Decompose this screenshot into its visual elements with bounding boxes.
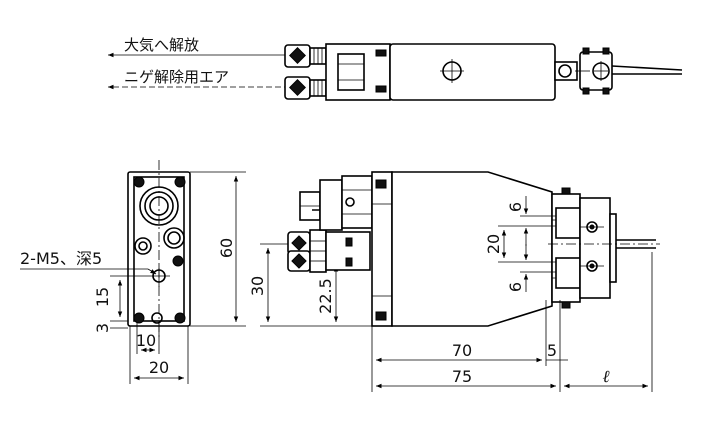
dim-10: 10 xyxy=(136,331,156,350)
valve-mark-lower xyxy=(375,85,387,93)
dim-70: 70 xyxy=(452,341,472,360)
main-body-side xyxy=(391,171,553,327)
air-release-label: 大気へ解放 xyxy=(124,36,199,54)
dim-22-5: 22.5 xyxy=(316,278,335,314)
dim-20-width: 20 xyxy=(149,358,169,377)
dim-3: 3 xyxy=(93,323,112,333)
dim-6-lower: 6 xyxy=(506,282,525,292)
jaw-lower xyxy=(555,257,581,289)
dim-20-pitch: 20 xyxy=(484,234,503,254)
valve-nut xyxy=(337,53,365,91)
fitting-upper-hex-icon xyxy=(289,47,306,64)
side-view: 30 22.5 xyxy=(248,171,660,392)
end-body xyxy=(127,171,191,327)
dim-75: 75 xyxy=(452,367,472,386)
jaw-upper xyxy=(555,207,581,239)
top-view: 大気へ解放 ニゲ解除用エア xyxy=(108,36,683,101)
flange xyxy=(371,171,393,327)
fitting-lower-hex-icon xyxy=(289,79,306,96)
deflate-air-label: ニゲ解除用エア xyxy=(124,68,229,86)
dim-30: 30 xyxy=(248,276,267,296)
dim-variable-length: ℓ xyxy=(602,367,609,387)
main-body-top xyxy=(389,43,556,101)
dim-60: 60 xyxy=(217,238,236,258)
dim-6-upper: 6 xyxy=(506,202,525,212)
dim-5: 5 xyxy=(547,341,557,360)
end-view: 2-M5、深5 15 3 10 20 60 xyxy=(20,160,246,384)
dim-15: 15 xyxy=(93,287,112,307)
valve-mark-upper xyxy=(375,49,387,57)
tapped-holes-label: 2-M5、深5 xyxy=(20,249,102,268)
